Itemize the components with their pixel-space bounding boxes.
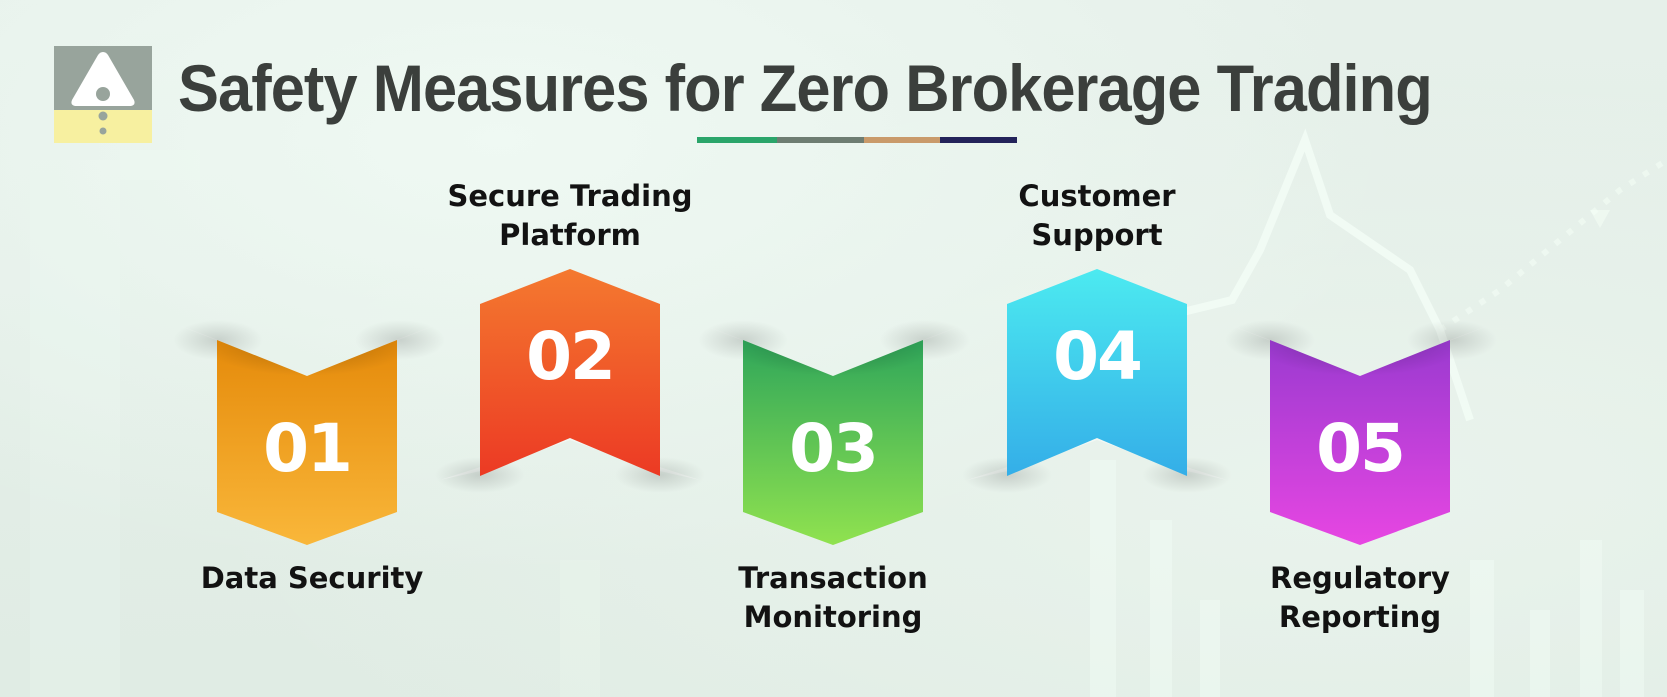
- step-label: Regulatory Reporting: [1220, 559, 1500, 637]
- step-label: Data Security: [172, 559, 452, 598]
- step-label-line1: Secure Trading: [447, 179, 693, 213]
- logo-warning-icon: [54, 46, 152, 143]
- step-label-line2: Monitoring: [743, 600, 923, 634]
- step-03: 03: [743, 410, 923, 490]
- step-number: 05: [1316, 410, 1406, 487]
- step-label-line2: Reporting: [1278, 600, 1442, 634]
- step-label: Transaction Monitoring: [693, 559, 973, 637]
- step-number: 04: [1053, 318, 1143, 395]
- step-number: 01: [263, 410, 353, 487]
- step-number: 02: [526, 318, 616, 395]
- step-04: 04: [1007, 318, 1187, 398]
- step-number: 03: [789, 410, 879, 487]
- badge-04-shape: [1007, 269, 1187, 476]
- step-label-line2: Platform: [499, 218, 641, 252]
- step-label-line1: Transaction: [738, 561, 928, 595]
- badge-02-shape: [480, 269, 660, 476]
- badge-03-shape: [743, 340, 923, 545]
- step-label: Secure Trading Platform: [430, 177, 710, 255]
- step-01: 01: [217, 410, 397, 490]
- page-title: Safety Measures for Zero Brokerage Tradi…: [178, 51, 1433, 125]
- step-label: Customer Support: [957, 177, 1237, 255]
- step-label-line2: Support: [1031, 218, 1163, 252]
- step-05: 05: [1270, 410, 1450, 490]
- step-label-line1: Regulatory: [1270, 561, 1450, 595]
- step-label-line1: Data Security: [200, 561, 424, 595]
- step-label-line1: Customer: [1018, 179, 1176, 213]
- badge-05-shape: [1270, 340, 1450, 545]
- step-02: 02: [480, 318, 660, 398]
- title-underline: [697, 137, 1017, 143]
- badge-01-shape: [217, 340, 397, 545]
